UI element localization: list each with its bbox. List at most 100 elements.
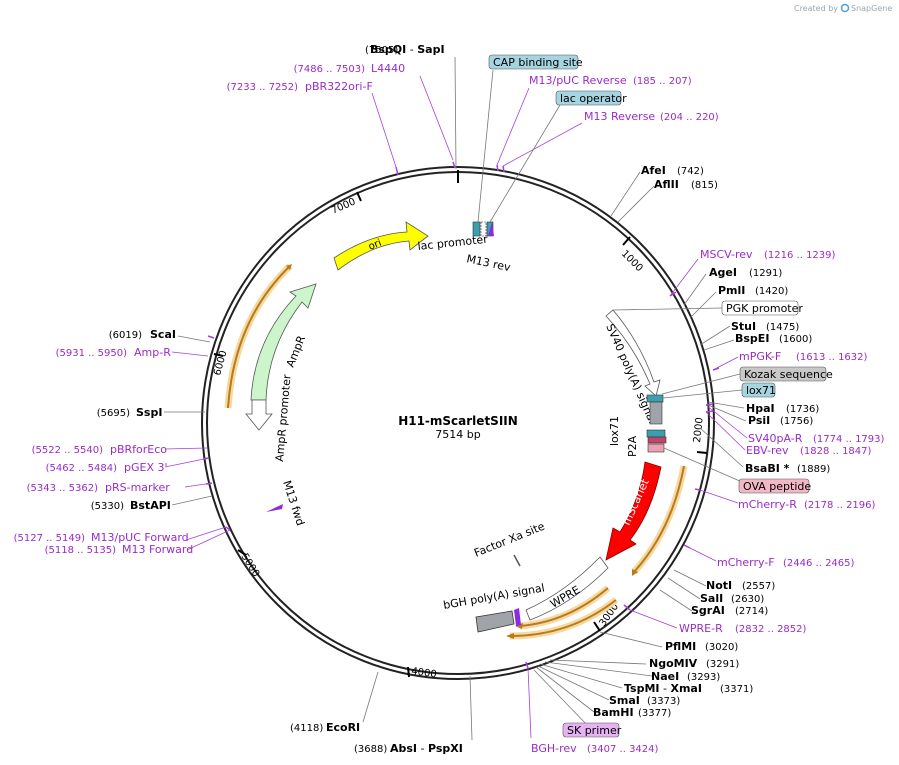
created-by-text: Created by [794, 4, 838, 13]
primer-label-bgh-rev[interactable]: BGH-rev [531, 742, 577, 755]
box-label-sk: SK primer [567, 724, 622, 737]
primer-label-m13-fwd[interactable]: M13 Forward [122, 543, 193, 556]
bgh-label: bGH poly(A) signal [442, 581, 545, 612]
m13-rev-label: M13 rev [465, 252, 512, 274]
factor-xa-glyph[interactable] [513, 554, 521, 567]
enzyme-label-sspi[interactable]: SspI [136, 406, 162, 419]
p2a-label: P2A [626, 435, 639, 457]
primer-pos-mcherry-r: (2178 .. 2196) [804, 500, 876, 511]
primer-pos-m13puc-rev: (185 .. 207) [633, 76, 692, 87]
primer-pos-pbr322ori: (7233 .. 7252) [227, 82, 299, 93]
enzyme-pos-hpai: (1736) [786, 404, 819, 415]
box-lac-operator[interactable]: lac operator [555, 90, 627, 106]
primer-label-prs-marker[interactable]: pRS-marker [105, 481, 170, 494]
enzyme-label-afei[interactable]: AfeI [641, 164, 666, 177]
enzyme-label-agei[interactable]: AgeI [709, 266, 737, 279]
tick-label-4000: 4000 [411, 666, 438, 680]
enzyme-label-naei[interactable]: NaeI [651, 670, 679, 683]
box-cap-binding-site[interactable]: CAP binding site [488, 54, 583, 70]
enzyme-pos-psii: (1756) [780, 416, 813, 427]
enzyme-pos-pflmi: (3020) [705, 642, 738, 653]
primer-pos-mscv-rev: (1216 .. 1239) [764, 250, 836, 261]
primer-pos-m13puc-fwd: (5127 .. 5149) [14, 533, 86, 544]
primer-label-sv40pa-r[interactable]: SV40pA-R [748, 432, 803, 445]
plasmid-length: 7514 bp [435, 428, 480, 441]
mscarlet-orf-arc [631, 465, 688, 576]
primer-label-amp-r[interactable]: Amp-R [134, 346, 171, 359]
tick-label-2000: 2000 [692, 417, 706, 443]
enzyme-label-bsabi[interactable]: BsaBI * [745, 462, 790, 475]
primer-label-ebv-rev[interactable]: EBV-rev [746, 444, 789, 457]
enzyme-label-sgrai[interactable]: SgrAI [691, 604, 725, 617]
enzyme-label-scai[interactable]: ScaI [150, 328, 176, 341]
enzyme-pos-bamhi: (3377) [638, 708, 671, 719]
enzyme-label-psii[interactable]: PsiI [748, 414, 770, 427]
enzyme-pos-sgrai: (2714) [735, 606, 768, 617]
enzyme-label-pflmi[interactable]: PflMI [665, 640, 696, 653]
enzyme-pos-naei: (3293) [687, 672, 720, 683]
enzyme-label-ecori[interactable]: EcoRI [326, 721, 360, 734]
enzyme-label-bstapi[interactable]: BstAPI [130, 499, 171, 512]
enzyme-label-bamhi[interactable]: BamHI [593, 706, 634, 719]
box-label-pgk: PGK promoter [726, 302, 803, 315]
enzyme-pos-ngomiv: (3291) [706, 659, 739, 670]
enzyme-label-noti[interactable]: NotI [706, 579, 732, 592]
box-ova-peptide[interactable]: OVA peptide [738, 478, 811, 494]
box-lox71[interactable]: lox71 [741, 382, 776, 398]
enzyme-label-smai[interactable]: SmaI [609, 694, 640, 707]
primer-pos-amp-r: (5931 .. 5950) [56, 348, 128, 359]
primer-label-mpgk-f[interactable]: mPGK-F [739, 350, 781, 363]
box-pgk-promoter[interactable]: PGK promoter [721, 300, 803, 316]
enzyme-pos-sali: (2630) [731, 594, 764, 605]
enzyme-pos-noti: (2557) [742, 581, 775, 592]
enzyme-label-tspmi[interactable]: TspMI - XmaI [624, 682, 702, 695]
enzyme-pos-bstapi: (5330) [91, 501, 124, 512]
enzyme-label-stui[interactable]: StuI [731, 320, 756, 333]
enzyme-pos-sspi: (5695) [97, 408, 130, 419]
enzyme-label-aflii[interactable]: AflII [654, 178, 679, 191]
ori-feature[interactable]: ori [333, 221, 429, 271]
enzyme-label-hpai[interactable]: HpaI [746, 402, 775, 415]
leader-lines [164, 56, 748, 741]
primer-label-m13-rev[interactable]: M13 Reverse [584, 110, 655, 123]
enzyme-pos-bsabi: (1889) [797, 464, 830, 475]
primer-label-mcherry-r[interactable]: mCherry-R [738, 498, 797, 511]
enzyme-pos-bspqi: (7505) [365, 45, 398, 56]
enzyme-label-ngomiv[interactable]: NgoMIV [649, 657, 698, 670]
enzyme-label-bspei[interactable]: BspEI [735, 332, 769, 345]
wpre-orf-arcs [506, 585, 619, 640]
box-sk-primer[interactable]: SK primer [562, 722, 622, 738]
primer-label-mscv-rev[interactable]: MSCV-rev [700, 248, 753, 261]
box-label-kozak: Kozak sequence [744, 368, 833, 381]
enzyme-label-bspqi[interactable]: BspQI - SapI [370, 43, 445, 56]
ampr-promoter-label: AmpR promoter [273, 374, 294, 463]
lac-region-glyphs[interactable] [472, 221, 494, 237]
primer-pos-m13-rev: (204 .. 220) [660, 112, 719, 123]
primer-label-pbr322ori[interactable]: pBR322ori-F [305, 80, 373, 93]
primer-pos-prs-marker: (5343 .. 5362) [27, 483, 99, 494]
primer-label-m13puc-rev[interactable]: M13/pUC Reverse [529, 74, 627, 87]
m13-fwd-glyph[interactable] [266, 504, 283, 512]
primer-label-m13puc-fwd[interactable]: M13/pUC Forward [91, 531, 189, 544]
primer-pos-bgh-rev: (3407 .. 3424) [587, 744, 659, 755]
enzyme-pos-aflii: (815) [691, 180, 718, 191]
ori-label: ori [367, 238, 383, 253]
box-kozak[interactable]: Kozak sequence [739, 366, 833, 382]
primer-pos-wpre-r: (2832 .. 2852) [735, 624, 807, 635]
ampr-label: AmpR [284, 333, 308, 369]
enzyme-pos-agei: (1291) [749, 268, 782, 279]
primer-label-pgex3[interactable]: pGEX 3' [124, 461, 168, 474]
enzyme-pos-ecori: (4118) [290, 723, 323, 734]
primer-label-wpre-r[interactable]: WPRE-R [679, 622, 723, 635]
primer-label-mcherry-f[interactable]: mCherry-F [717, 556, 775, 569]
enzyme-label-pmli[interactable]: PmlI [718, 284, 745, 297]
snapgene-logo-icon [840, 3, 850, 13]
enzyme-pos-bspei: (1600) [779, 334, 812, 345]
primer-label-pbrforeco[interactable]: pBRforEco [110, 443, 167, 456]
enzyme-label-sali[interactable]: SalI [700, 592, 723, 605]
m13-fwd-label: M13 fwd [280, 479, 307, 527]
enzyme-label-absi[interactable]: AbsI - PspXI [390, 742, 463, 755]
lox71-glyph[interactable] [646, 394, 667, 453]
primer-label-l4440[interactable]: L4440 [371, 62, 405, 75]
